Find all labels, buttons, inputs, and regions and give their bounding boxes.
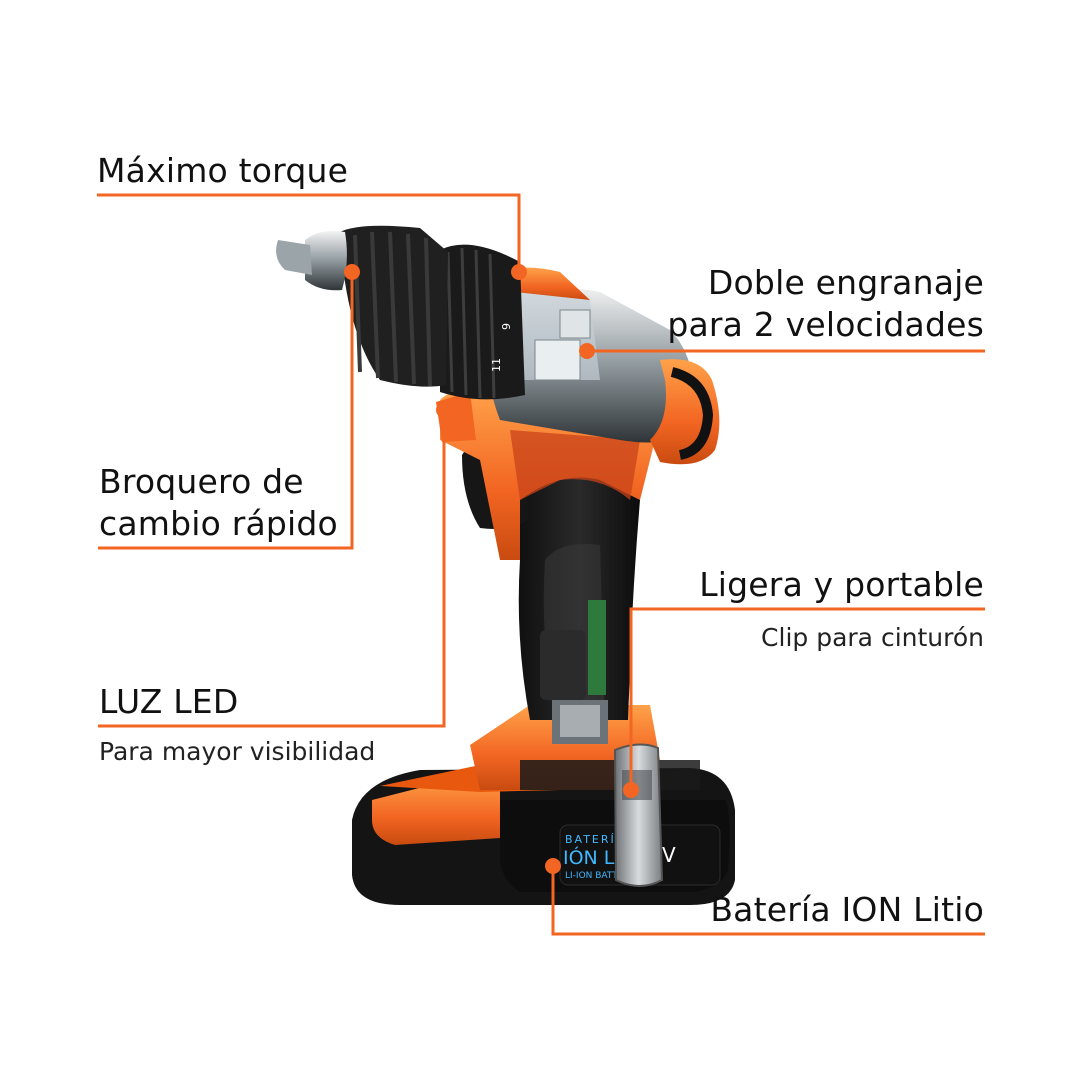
callout-light-portable: Ligera y portable bbox=[699, 565, 984, 604]
clutch-number-9: 9 bbox=[500, 323, 513, 330]
callout-light-portable-sub: Clip para cinturón bbox=[761, 623, 984, 652]
clutch-ring: 11 9 bbox=[440, 244, 525, 400]
belt-clip bbox=[613, 743, 664, 887]
callout-max-torque: Máximo torque bbox=[97, 151, 349, 190]
battery-line3: LI-ION BATTER bbox=[565, 871, 630, 881]
callout-led: LUZ LED bbox=[99, 682, 239, 721]
callout-dots bbox=[344, 264, 639, 874]
callout-double-gear-line2: para 2 velocidades bbox=[667, 305, 984, 344]
drill-handle bbox=[518, 470, 640, 744]
callout-dot bbox=[436, 402, 452, 418]
callout-chuck-line2: cambio rápido bbox=[99, 504, 338, 543]
callout-double-gear-line1: Doble engranaje bbox=[707, 263, 984, 302]
callout-dot bbox=[344, 264, 360, 280]
callout-dot bbox=[579, 343, 595, 359]
chuck bbox=[276, 225, 448, 387]
callout-dot bbox=[511, 264, 527, 280]
callout-chuck-line1: Broquero de bbox=[99, 462, 304, 501]
callout-lines bbox=[97, 193, 985, 936]
clutch-number-11: 11 bbox=[490, 358, 503, 372]
callout-dot bbox=[623, 782, 639, 798]
callout-led-sub: Para mayor visibilidad bbox=[99, 737, 376, 766]
callout-dot bbox=[545, 858, 561, 874]
battery-line1: BATERÍA bbox=[565, 833, 625, 846]
callout-battery: Batería ION Litio bbox=[710, 890, 984, 929]
battery-volt: V bbox=[662, 843, 676, 867]
